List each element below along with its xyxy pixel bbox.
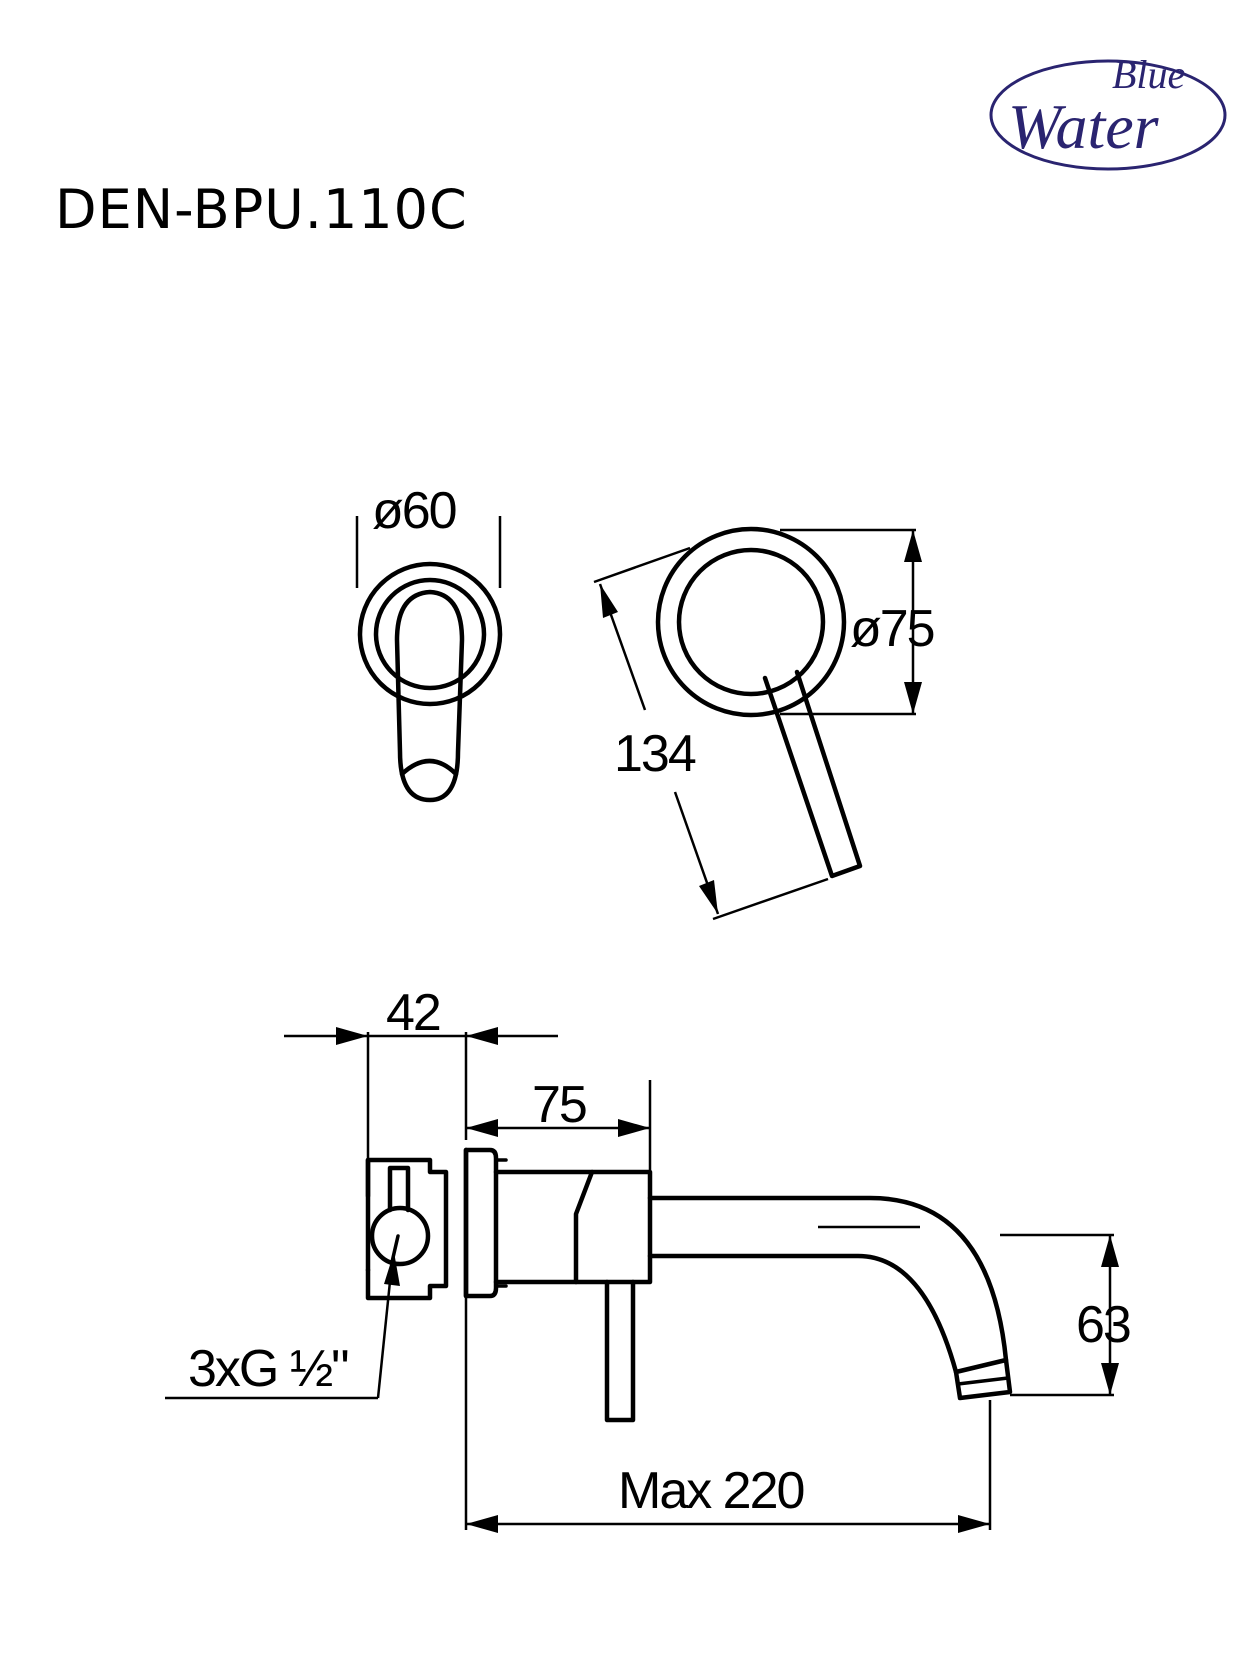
small-handle-front-view: ø60: [355, 482, 503, 803]
blue-water-logo: Blue Water: [989, 52, 1227, 171]
logo-text-blue: Blue: [1112, 52, 1185, 97]
side-view: 42 75: [165, 984, 1132, 1533]
dim-body-depth: 42: [386, 984, 440, 1042]
dim-connections: 3xG ½": [188, 1340, 348, 1398]
dim-body-projection: 75: [532, 1076, 586, 1134]
logo-text-water: Water: [1008, 91, 1160, 162]
dim-spout-reach: Max 220: [618, 1462, 804, 1520]
dim-plate-diameter: ø75: [850, 600, 934, 658]
dim-handle-diameter: ø60: [372, 482, 456, 540]
logo-ellipse: [989, 59, 1227, 171]
dim-spout-height: 63: [1076, 1296, 1130, 1354]
model-code-title: DEN-BPU.110C: [55, 178, 468, 241]
dim-lever-length: 134: [614, 725, 696, 783]
large-handle-front-view: ø75 134: [593, 526, 936, 921]
